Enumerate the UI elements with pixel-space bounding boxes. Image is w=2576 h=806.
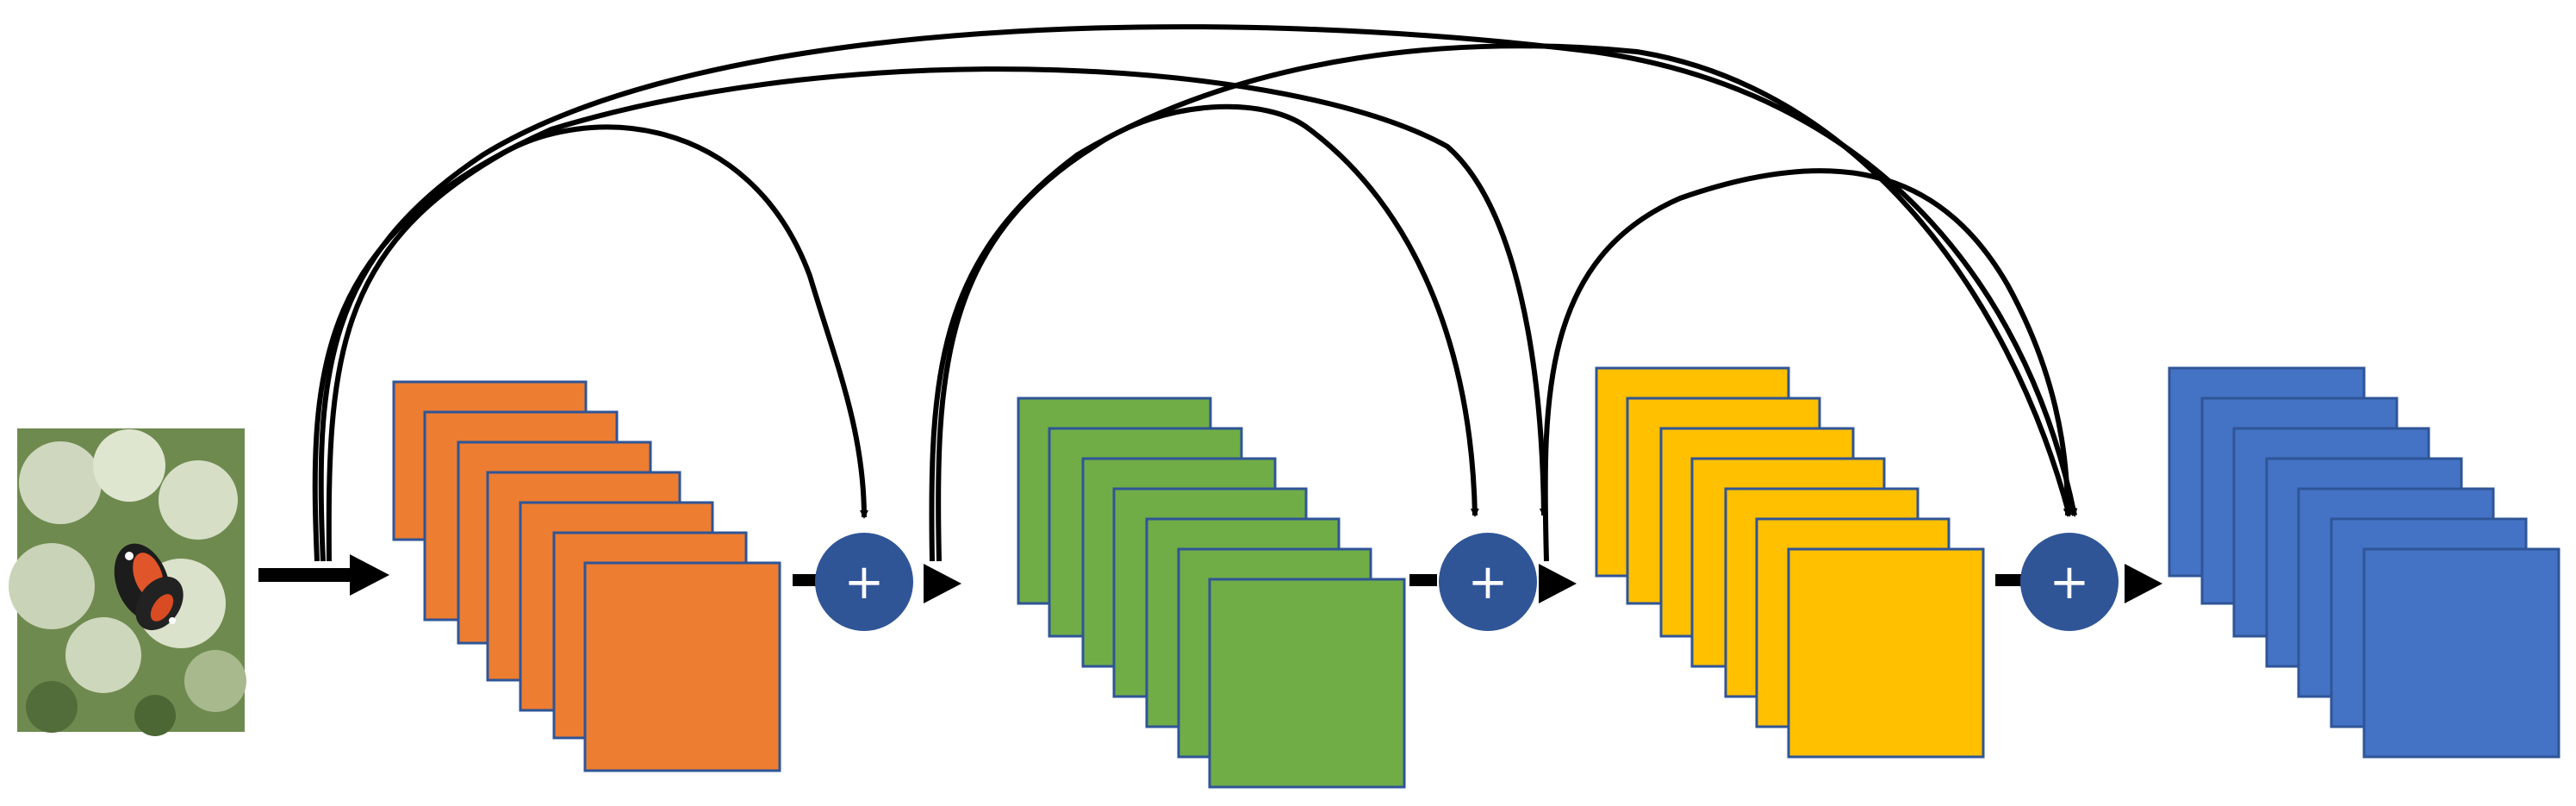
plus-icon: + (2050, 554, 2090, 610)
add-node-1: + (815, 533, 913, 631)
feature-map (2362, 547, 2560, 759)
block-1-orange (392, 380, 781, 772)
feature-map (1208, 578, 1406, 789)
feature-map (1787, 547, 1985, 759)
input-image (9, 428, 246, 736)
add-node-2: + (1439, 533, 1537, 631)
skip-connections (312, 24, 2078, 562)
feature-map (583, 561, 781, 772)
add-node-3: + (2020, 533, 2119, 631)
plus-icon: + (1468, 554, 1509, 610)
block-4-blue (2168, 366, 2560, 759)
butterfly-icon (114, 543, 184, 631)
plus-icon: + (844, 554, 885, 610)
block-2-green (1017, 397, 1406, 789)
main-flow-arrows (258, 554, 2162, 603)
block-3-yellow (1595, 366, 1985, 759)
